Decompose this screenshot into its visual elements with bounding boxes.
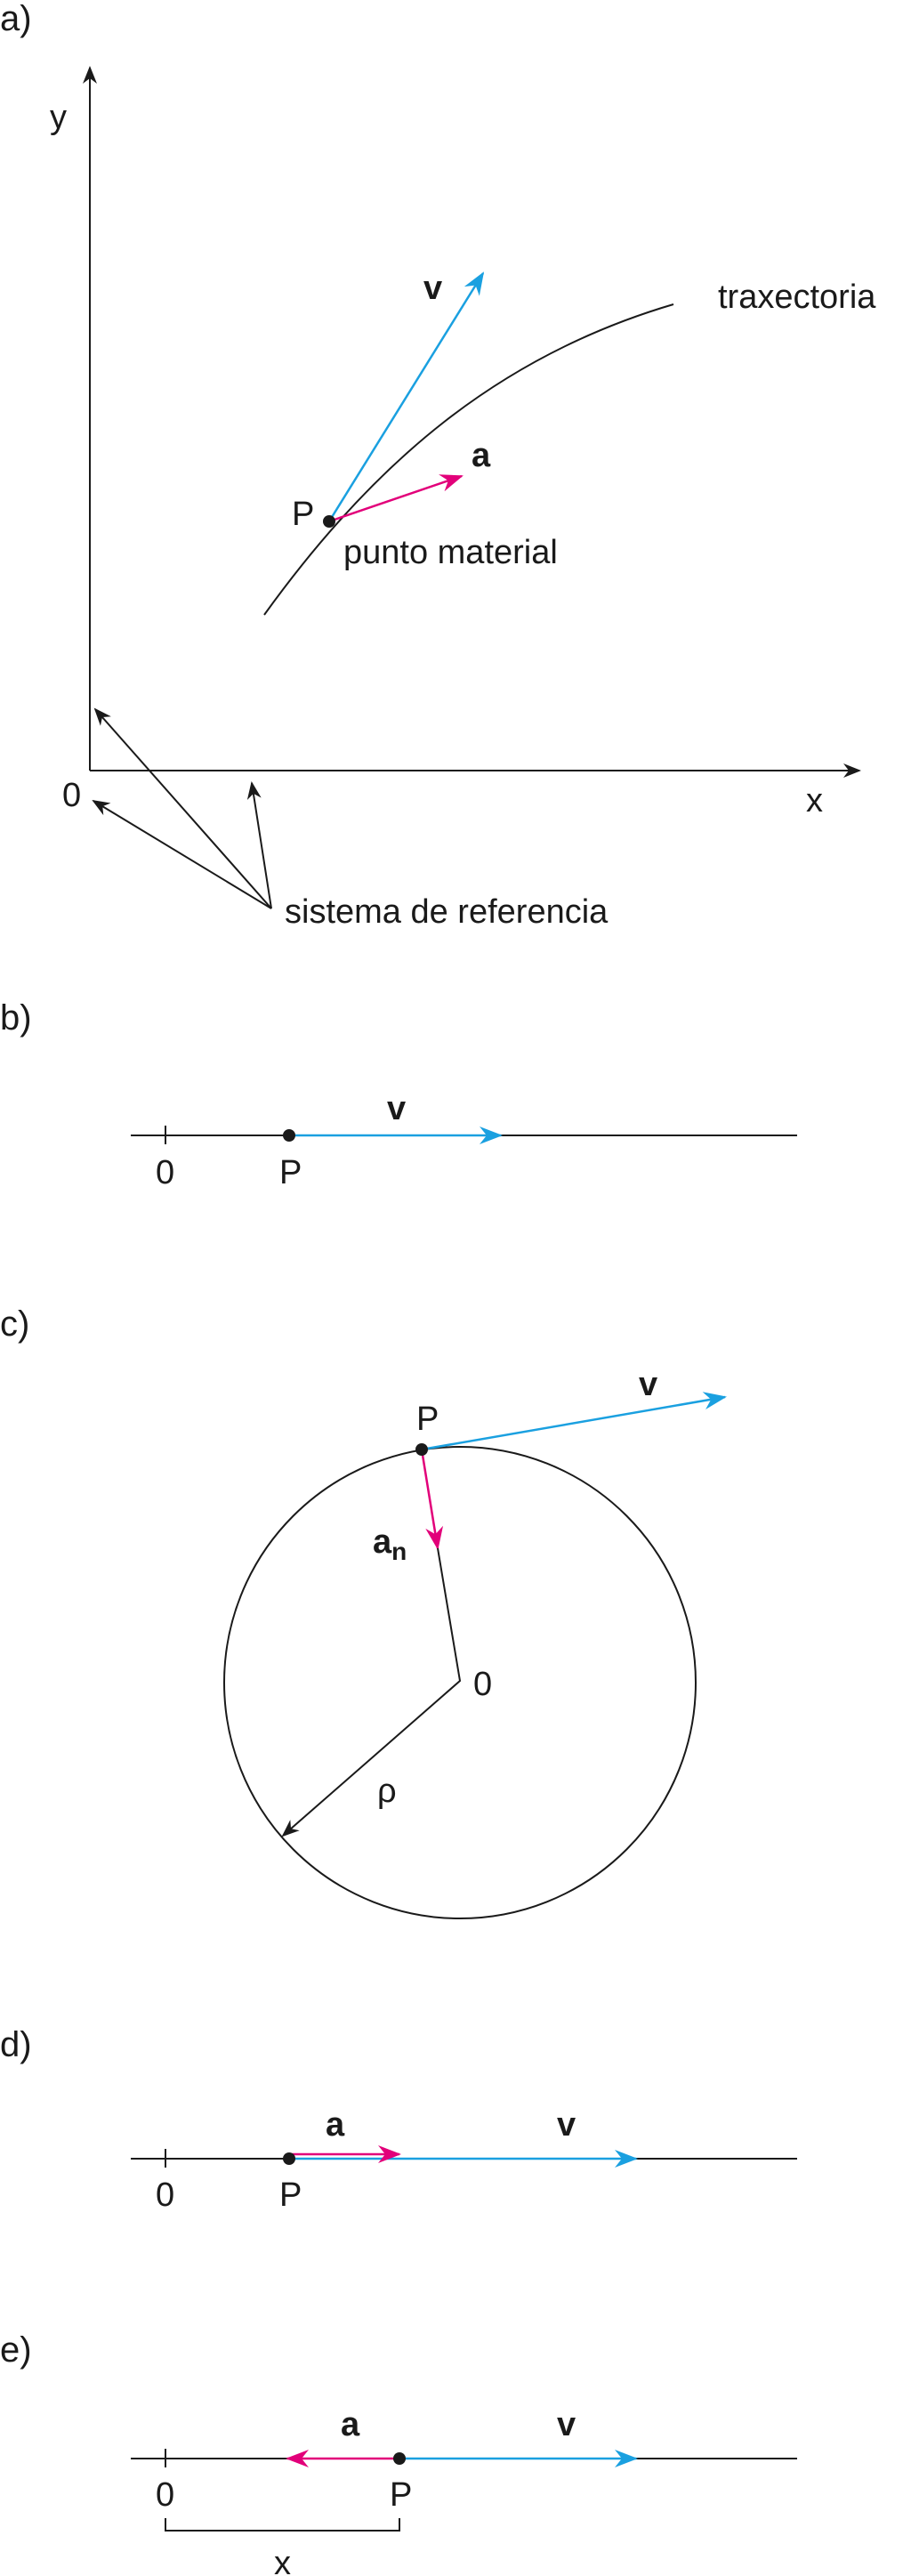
panel-b: b) v 0 P [0,998,797,1191]
panel-label: b) [0,998,32,1038]
origin-label: 0 [156,2176,174,2214]
y-axis-label: y [50,99,67,136]
velocity-label: v [387,1090,406,1127]
panel-label: c) [0,1304,29,1344]
trajectory-label: traxectoria [718,279,876,316]
point-label: P [292,496,314,533]
velocity-arrow [421,1392,727,1451]
panel-label: a) [0,0,32,38]
circular-trajectory [223,1446,697,1919]
panel-label: d) [0,2025,32,2064]
radius-label: ρ [377,1773,397,1810]
panel-a: a) y 0 x v a P punto material traxectori… [0,0,876,931]
velocity-label: v [557,2106,576,2144]
velocity-label: v [423,270,442,307]
point-label: P [279,2176,302,2214]
trajectory-curve [263,303,674,616]
normal-acceleration-label: an [373,1523,407,1565]
panel-e: e) a v 0 P x [0,2330,797,2576]
acceleration-label: a [341,2406,360,2443]
material-point [393,2452,406,2465]
acceleration-label: a [326,2106,345,2144]
distance-label: x [274,2545,291,2576]
velocity-label: v [557,2406,576,2443]
x-axis-label: x [806,782,823,820]
reference-arrow [92,799,272,909]
acceleration-arrow [328,474,464,523]
acceleration-label: a [472,437,491,474]
material-point [283,2152,295,2165]
velocity-arrow [327,271,485,522]
radius-arrow [281,1547,462,1837]
point-label: P [416,1401,439,1438]
reference-arrow [93,707,272,909]
material-point [323,515,335,528]
material-point [415,1443,428,1456]
reference-arrow [246,781,272,909]
origin-label: 0 [156,1154,174,1191]
point-label: P [279,1154,302,1191]
velocity-label: v [639,1366,657,1403]
normal-acceleration-arrow [420,1449,444,1550]
distance-bracket [165,2518,400,2532]
reference-system-label: sistema de referencia [285,893,609,931]
panel-label: e) [0,2330,32,2370]
panel-c: c) P v an 0 ρ [0,1304,727,1919]
origin-label: 0 [62,777,81,814]
point-caption: punto material [343,534,558,571]
center-label: 0 [473,1666,492,1703]
panel-d: d) a v 0 P [0,2025,797,2214]
origin-label: 0 [156,2476,174,2514]
point-label: P [390,2476,412,2514]
material-point [283,1129,295,1142]
